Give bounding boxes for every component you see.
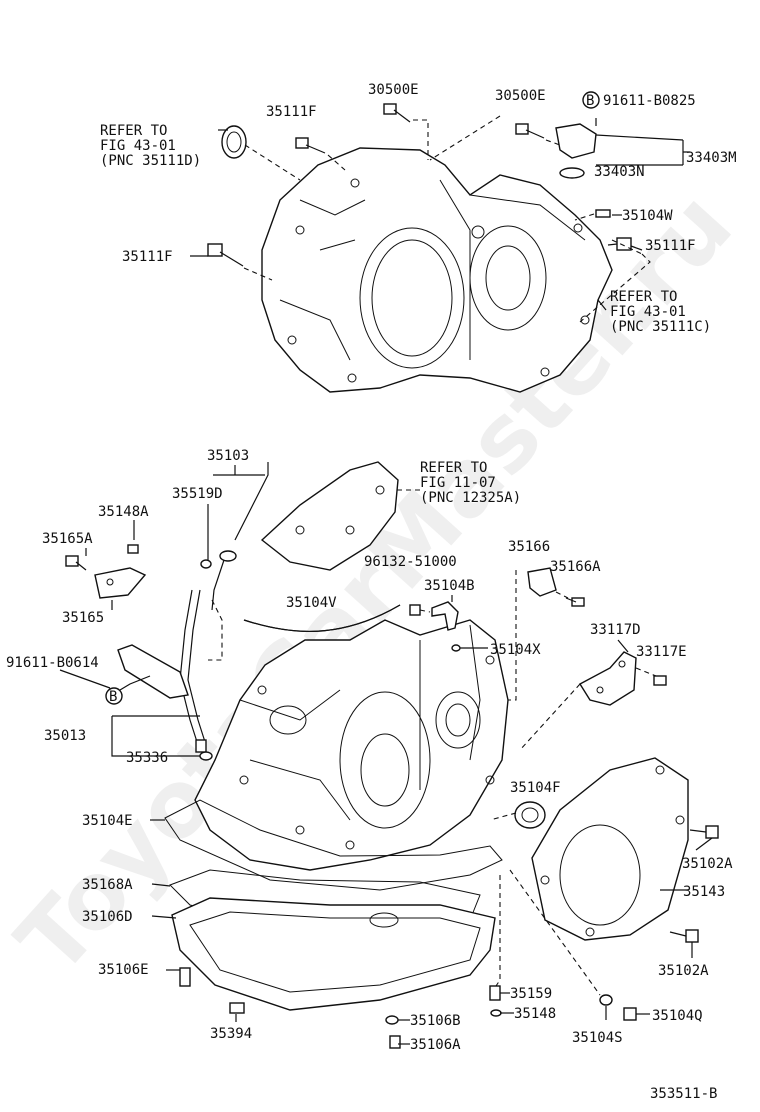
- bolt-30500e-right[interactable]: [515, 123, 545, 139]
- label-35111f-top: 35111F: [266, 104, 317, 120]
- fitting-35104b[interactable]: [431, 601, 459, 631]
- ref2-line1: REFER TO: [610, 289, 677, 305]
- label-96132-51000: 96132-51000: [364, 554, 457, 570]
- label-35104q: 35104Q: [652, 1008, 703, 1024]
- bolt-35111f-top[interactable]: [295, 137, 326, 154]
- label-35168a: 35168A: [82, 877, 133, 893]
- bolt-35166a[interactable]: [565, 597, 585, 607]
- pin-35104w[interactable]: [595, 209, 611, 218]
- svg-text:B: B: [586, 93, 594, 109]
- bolt-33117e[interactable]: [653, 675, 667, 686]
- label-33403n: 33403N: [594, 164, 645, 180]
- dipstick-35103[interactable]: [211, 550, 237, 611]
- strainer-35159[interactable]: [489, 985, 501, 1001]
- o-ring-35148[interactable]: [490, 1009, 502, 1017]
- label-35111f-right: 35111F: [645, 238, 696, 254]
- label-33117d: 33117D: [590, 622, 641, 638]
- ref2-line3: (PNC 35111C): [610, 319, 711, 335]
- label-35159: 35159: [510, 986, 552, 1002]
- marker-b-bottom: B: [105, 687, 123, 705]
- bracket-33117d[interactable]: [579, 651, 637, 706]
- label-35104v: 35104V: [286, 595, 337, 611]
- o-ring-35519d[interactable]: [200, 559, 212, 569]
- label-35394: 35394: [210, 1026, 252, 1042]
- ref3-line2: FIG 11-07: [420, 475, 496, 491]
- label-35103: 35103: [207, 448, 249, 464]
- clamp-35165[interactable]: [94, 567, 147, 599]
- bracket-12325a[interactable]: [260, 461, 399, 571]
- bolt-30500e-left[interactable]: [383, 103, 411, 123]
- bolt-35102a-top[interactable]: [689, 825, 719, 839]
- plug-35106e[interactable]: [179, 967, 191, 987]
- label-35336: 35336: [126, 750, 168, 766]
- o-ring-35104s[interactable]: [599, 994, 613, 1006]
- cover-35143[interactable]: [531, 757, 689, 941]
- oil-pan-35106d[interactable]: [171, 897, 496, 1011]
- gasket-35106b[interactable]: [385, 1015, 399, 1025]
- svg-text:B: B: [109, 689, 117, 705]
- bolt-35111f-right[interactable]: [616, 237, 643, 251]
- label-35013: 35013: [44, 728, 86, 744]
- ref3-line1: REFER TO: [420, 460, 487, 476]
- label-35165: 35165: [62, 610, 104, 626]
- label-35102a-bottom: 35102A: [658, 963, 709, 979]
- label-33117e: 33117E: [636, 644, 687, 660]
- label-35104x: 35104X: [490, 642, 541, 658]
- sensor-33403m[interactable]: [555, 123, 597, 179]
- oil-seal-35111d[interactable]: [221, 125, 247, 159]
- label-35165a: 35165A: [42, 531, 93, 547]
- oil-seal-35104f[interactable]: [514, 801, 546, 829]
- label-30500e-right: 30500E: [495, 88, 546, 104]
- label-35111f-left: 35111F: [122, 249, 173, 265]
- label-35143: 35143: [683, 884, 725, 900]
- gasket-35104e[interactable]: [164, 799, 503, 891]
- bolt-35165a[interactable]: [65, 555, 87, 571]
- ref2-line2: FIG 43-01: [610, 304, 686, 320]
- label-35104e: 35104E: [82, 813, 133, 829]
- ref1-line3: (PNC 35111D): [100, 153, 201, 169]
- label-35166a: 35166A: [550, 559, 601, 575]
- label-35104b: 35104B: [424, 578, 475, 594]
- bracket-91611-b0614[interactable]: [117, 644, 189, 699]
- label-30500e-left: 30500E: [368, 82, 419, 98]
- transaxle-housing[interactable]: [261, 147, 613, 393]
- label-35106a: 35106A: [410, 1037, 461, 1053]
- plug-35106a[interactable]: [389, 1035, 401, 1049]
- marker-b-top: B: [582, 91, 600, 109]
- label-35104w: 35104W: [622, 208, 673, 224]
- ref1-line2: FIG 43-01: [100, 138, 176, 154]
- clip-96132-51000[interactable]: [409, 604, 421, 616]
- ref3-line3: (PNC 12325A): [420, 490, 521, 506]
- label-91611-b0614: 91611-B0614: [6, 655, 99, 671]
- label-35102a-top: 35102A: [682, 856, 733, 872]
- o-ring-35336[interactable]: [199, 751, 213, 761]
- magnet-35394[interactable]: [229, 1002, 245, 1014]
- label-35106b: 35106B: [410, 1013, 461, 1029]
- figure-code: 353511-B: [650, 1086, 717, 1102]
- o-ring-35104x[interactable]: [451, 644, 461, 652]
- label-35166: 35166: [508, 539, 550, 555]
- label-35148: 35148: [514, 1006, 556, 1022]
- label-33403m: 33403M: [686, 150, 737, 166]
- clip-35148a[interactable]: [127, 544, 139, 554]
- label-35148a: 35148A: [98, 504, 149, 520]
- label-91611-b0825: 91611-B0825: [603, 93, 696, 109]
- hose-35104v[interactable]: [243, 604, 401, 633]
- label-35104f: 35104F: [510, 780, 561, 796]
- bracket-35166[interactable]: [527, 567, 557, 597]
- bolt-35111f-left[interactable]: [207, 243, 244, 267]
- bolt-35102a-bottom[interactable]: [669, 929, 699, 943]
- label-35519d: 35519D: [172, 486, 223, 502]
- plug-35104q[interactable]: [623, 1007, 637, 1021]
- ref1-line1: REFER TO: [100, 123, 167, 139]
- label-35106e: 35106E: [98, 962, 149, 978]
- label-35104s: 35104S: [572, 1030, 623, 1046]
- label-35106d: 35106D: [82, 909, 133, 925]
